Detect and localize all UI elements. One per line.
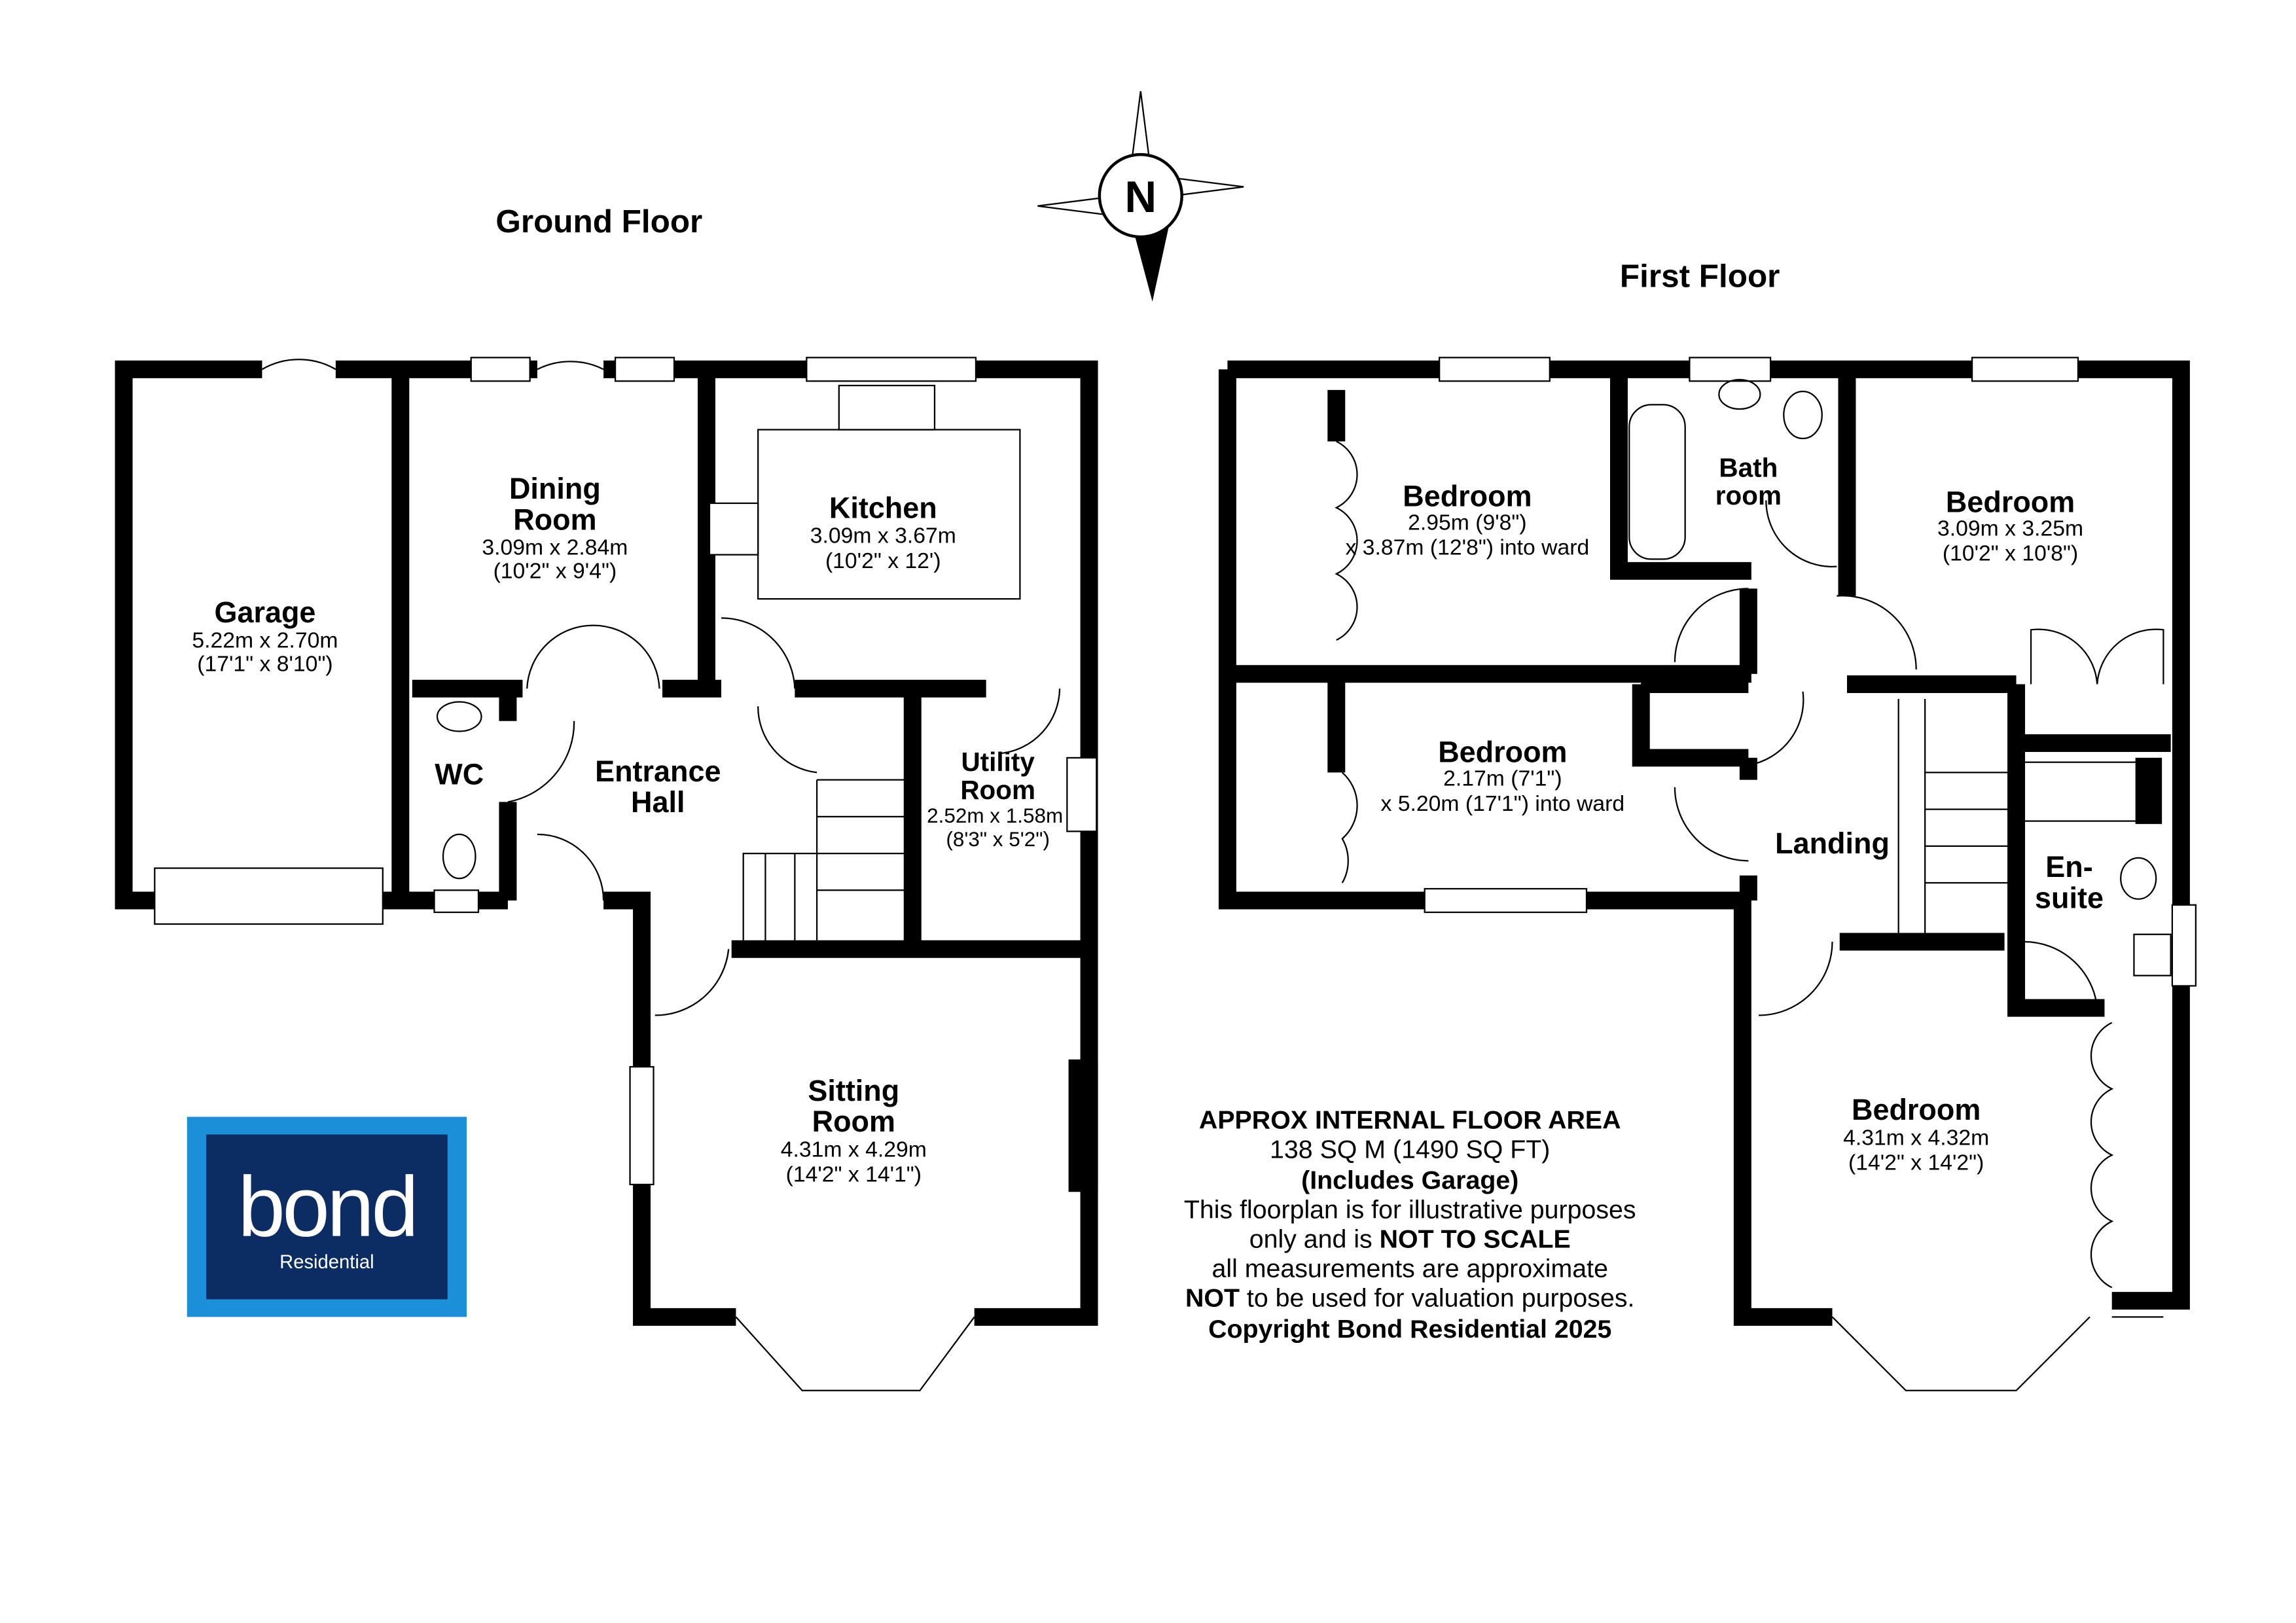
notes-text-bold: NOT xyxy=(1185,1284,1240,1313)
room-dimensions: 2.95m (9'8") xyxy=(1408,510,1526,535)
room-bedroom-2: Bedroom 2.95m (9'8") x 3.87m (12'8") int… xyxy=(1346,479,1590,560)
ground-floor-plan xyxy=(115,357,1098,1391)
room-dimensions-metric: 2.52m x 1.58m xyxy=(927,804,1063,827)
room-name: Room xyxy=(513,503,596,536)
room-name: Hall xyxy=(631,785,685,819)
room-bedroom-3: Bedroom 3.09m x 3.25m (10'2" x 10'8") xyxy=(1937,485,2083,565)
room-sitting: Sitting Room 4.31m x 4.29m (14'2" x 14'1… xyxy=(781,1074,927,1187)
room-bedroom-1: Bedroom 4.31m x 4.32m (14'2" x 14'2") xyxy=(1843,1093,1989,1175)
room-dimensions-metric: 4.31m x 4.29m xyxy=(781,1137,927,1162)
notes-line: APPROX INTERNAL FLOOR AREA xyxy=(1199,1106,1621,1135)
room-bathroom: Bath room xyxy=(1715,452,1782,510)
first-floor-title: First Floor xyxy=(1620,258,1780,294)
bond-residential-logo: bond Residential xyxy=(187,1116,467,1317)
notes-text-bold: NOT TO SCALE xyxy=(1380,1225,1571,1254)
first-floor-plan xyxy=(1218,357,2197,1391)
room-dimensions-imperial: (17'1" x 8'10") xyxy=(197,651,332,676)
room-dimensions-metric: 4.31m x 4.32m xyxy=(1843,1125,1989,1150)
room-garage: Garage 5.22m x 2.70m (17'1" x 8'10") xyxy=(192,596,338,676)
room-name: room xyxy=(1715,480,1782,510)
room-name: Room xyxy=(812,1105,895,1138)
room-name: Garage xyxy=(214,596,315,629)
room-name: suite xyxy=(2035,881,2104,914)
logo-sub-text: Residential xyxy=(279,1252,374,1273)
room-name: Bedroom xyxy=(1852,1093,1981,1126)
room-wc: WC xyxy=(435,757,484,791)
room-name: Dining xyxy=(509,472,601,505)
room-dimensions-metric: 5.22m x 2.70m xyxy=(192,628,338,652)
room-name: Utility xyxy=(961,747,1035,777)
room-dimensions-imperial: (10'2" x 12') xyxy=(825,548,941,573)
room-name: Kitchen xyxy=(829,491,937,524)
floor-area-notes: APPROX INTERNAL FLOOR AREA 138 SQ M (149… xyxy=(1184,1106,1636,1344)
room-name: Room xyxy=(960,775,1035,805)
notes-line: (Includes Garage) xyxy=(1301,1166,1518,1195)
room-dimensions-imperial: (8'3" x 5'2") xyxy=(946,828,1050,851)
room-name: Bedroom xyxy=(1403,479,1532,512)
room-name: Sitting xyxy=(808,1074,899,1107)
room-landing: Landing xyxy=(1775,827,1890,860)
notes-line: only and is NOT TO SCALE xyxy=(1249,1225,1571,1254)
room-dimensions-metric: 3.09m x 3.67m xyxy=(810,524,956,548)
room-name: Entrance xyxy=(595,755,721,788)
compass-north-label: N xyxy=(1124,173,1157,222)
room-dimensions: x 5.20m (17'1") into ward xyxy=(1381,791,1625,816)
room-dimensions-imperial: (10'2" x 9'4") xyxy=(493,559,617,584)
room-entrance-hall: Entrance Hall xyxy=(595,755,721,819)
notes-line: Copyright Bond Residential 2025 xyxy=(1208,1315,1611,1344)
ground-floor-title: Ground Floor xyxy=(495,204,702,240)
compass-icon: N xyxy=(1037,91,1244,302)
room-name: Bedroom xyxy=(1946,485,2075,518)
room-dimensions-imperial: (14'2" x 14'1") xyxy=(786,1162,922,1186)
notes-text: to be used for valuation purposes. xyxy=(1240,1284,1634,1313)
room-dimensions: x 3.87m (12'8") into ward xyxy=(1346,535,1590,560)
notes-line: 138 SQ M (1490 SQ FT) xyxy=(1270,1135,1550,1164)
room-dimensions-metric: 3.09m x 3.25m xyxy=(1937,516,2083,541)
room-dimensions: 2.17m (7'1") xyxy=(1443,766,1562,791)
room-en-suite: En- suite xyxy=(2035,850,2104,914)
notes-line: This floorplan is for illustrative purpo… xyxy=(1184,1196,1636,1224)
room-utility: Utility Room 2.52m x 1.58m (8'3" x 5'2") xyxy=(927,747,1063,851)
room-dimensions-metric: 3.09m x 2.84m xyxy=(482,535,628,560)
room-dimensions-imperial: (10'2" x 10'8") xyxy=(1943,541,2078,566)
notes-line: NOT to be used for valuation purposes. xyxy=(1185,1284,1634,1313)
notes-line: all measurements are approximate xyxy=(1211,1255,1608,1283)
logo-brand-text: bond xyxy=(238,1159,416,1255)
room-dimensions-imperial: (14'2" x 14'2") xyxy=(1848,1150,1984,1175)
room-name: Bath xyxy=(1719,452,1778,482)
room-name: En- xyxy=(2045,850,2092,883)
room-name: Bedroom xyxy=(1438,736,1567,769)
notes-text: only and is xyxy=(1249,1225,1380,1254)
room-bedroom-4: Bedroom 2.17m (7'1") x 5.20m (17'1") int… xyxy=(1381,736,1625,816)
room-dining: Dining Room 3.09m x 2.84m (10'2" x 9'4") xyxy=(482,472,628,583)
room-kitchen: Kitchen 3.09m x 3.67m (10'2" x 12') xyxy=(810,491,956,573)
